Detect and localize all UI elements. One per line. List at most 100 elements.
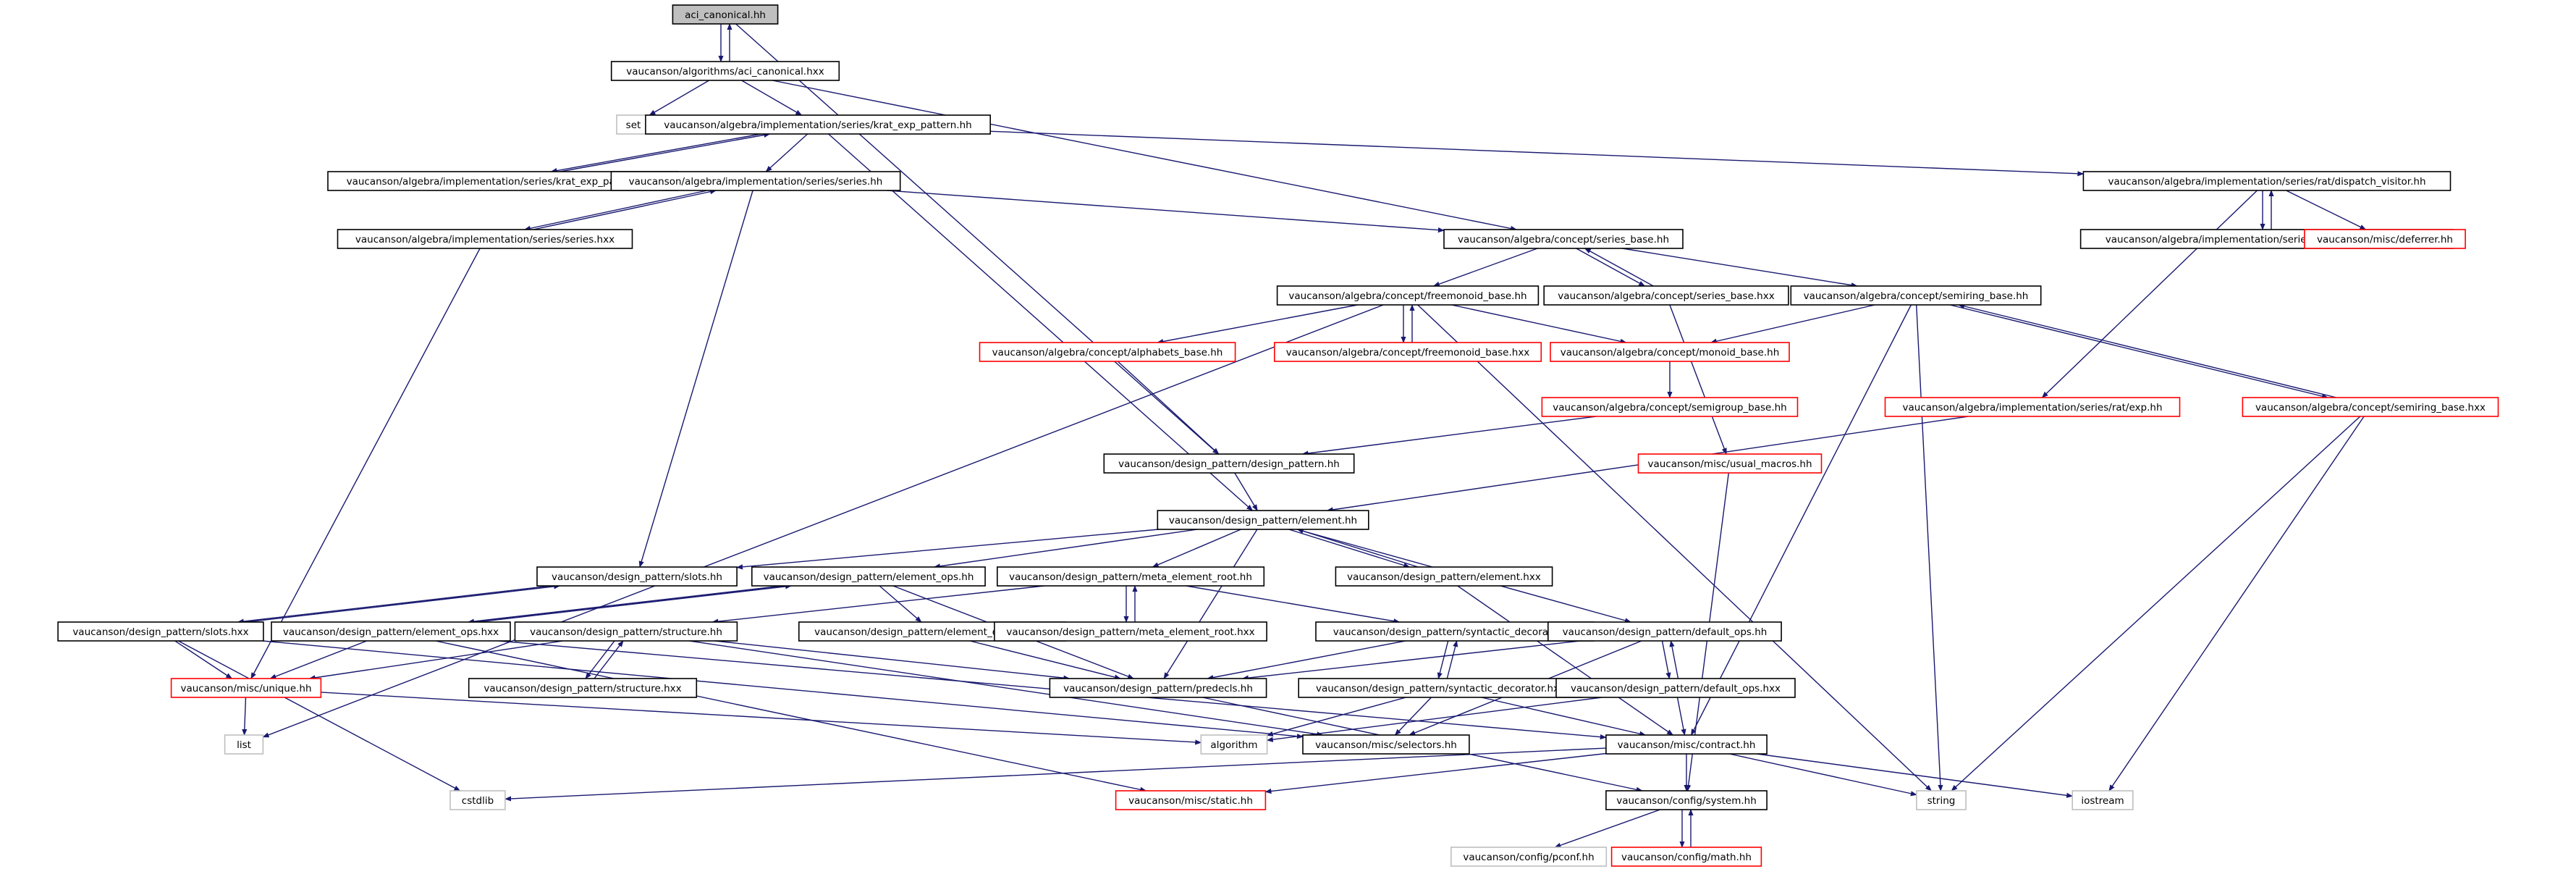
edge-n13-to-n42: [1690, 304, 1912, 736]
node-n45[interactable]: vaucanson/config/system.hh: [1605, 790, 1768, 810]
edge-n22-to-n36: [1163, 529, 1258, 679]
node-n26[interactable]: vaucanson/design_pattern/element.hxx: [1335, 566, 1553, 587]
node-label: vaucanson/design_pattern/element_ops.hxx: [283, 626, 499, 638]
node-label: vaucanson/design_pattern/predecls.hh: [1063, 683, 1253, 694]
node-n41[interactable]: vaucanson/misc/selectors.hh: [1302, 734, 1470, 755]
node-n33[interactable]: vaucanson/design_pattern/default_ops.hh: [1547, 621, 1782, 642]
edge-n11-to-n46: [1417, 304, 1932, 792]
node-n16[interactable]: vaucanson/algebra/concept/monoid_base.hh: [1550, 342, 1790, 362]
node-n31[interactable]: vaucanson/design_pattern/meta_element_ro…: [994, 621, 1267, 642]
node-box: [672, 4, 779, 25]
node-label: algorithm: [1210, 739, 1257, 751]
node-n13[interactable]: vaucanson/algebra/concept/semiring_base.…: [1790, 285, 2042, 306]
node-box: [610, 171, 901, 191]
node-label: vaucanson/misc/contract.hh: [1618, 739, 1756, 751]
edge-n45-to-n48: [1554, 809, 1660, 848]
edge-n37-to-n41: [1394, 697, 1432, 736]
node-n46[interactable]: string: [1916, 790, 1967, 810]
edge-n27-to-n41: [263, 640, 1304, 739]
nodes-layer: aci_canonical.hh vaucanson/algorithms/aci…: [57, 4, 2499, 867]
node-label: vaucanson/design_pattern/syntactic_decor…: [1333, 626, 1577, 638]
node-n47[interactable]: iostream: [2072, 790, 2134, 810]
node-n37[interactable]: vaucanson/design_pattern/syntactic_decor…: [1298, 678, 1583, 698]
edge-n38-to-n40: [1266, 697, 1602, 742]
node-n49[interactable]: vaucanson/config/math.hh: [1610, 847, 1762, 867]
node-n22[interactable]: vaucanson/design_pattern/element.hh: [1157, 510, 1369, 530]
edge-n25-to-n32: [1186, 585, 1401, 624]
node-box: [645, 114, 992, 135]
edge-n5-to-n10: [887, 190, 1445, 233]
node-n5[interactable]: vaucanson/algebra/implementation/series/…: [610, 171, 901, 191]
node-label: vaucanson/config/pconf.hh: [1463, 852, 1594, 863]
node-n11[interactable]: vaucanson/algebra/concept/freemonoid_bas…: [1276, 285, 1540, 306]
edge-n1-to-n10: [772, 80, 1517, 231]
edge-n20-to-n22: [1234, 472, 1258, 511]
node-n6[interactable]: vaucanson/algebra/implementation/series/…: [337, 229, 633, 249]
node-n29[interactable]: vaucanson/design_pattern/structure.hh: [514, 621, 738, 642]
node-n19[interactable]: vaucanson/algebra/concept/semiring_base.…: [2242, 397, 2499, 417]
node-n14[interactable]: vaucanson/algebra/concept/alphabets_base…: [979, 342, 1236, 362]
node-n38[interactable]: vaucanson/design_pattern/default_ops.hxx: [1555, 678, 1796, 698]
node-n21[interactable]: vaucanson/misc/usual_macros.hh: [1637, 453, 1823, 474]
node-label: vaucanson/design_pattern/element_ops.hh: [764, 571, 974, 583]
node-n3[interactable]: vaucanson/algebra/implementation/series/…: [645, 114, 992, 135]
edge-n33-to-n38: [1661, 640, 1671, 679]
edge-n29-to-n35: [585, 640, 615, 679]
node-n44[interactable]: vaucanson/misc/static.hh: [1115, 790, 1267, 810]
edge-n27-to-n23: [246, 584, 561, 623]
node-n7[interactable]: vaucanson/algebra/implementation/series/…: [2082, 171, 2452, 191]
edge-n38-to-n33: [1669, 640, 1679, 679]
edge-n11-to-n14: [1157, 304, 1358, 345]
node-n18[interactable]: vaucanson/algebra/implementation/series/…: [1884, 397, 2181, 417]
edge-n28-to-n44: [435, 640, 1147, 792]
node-n17[interactable]: vaucanson/algebra/concept/semigroup_base…: [1541, 397, 1799, 417]
node-box: [449, 790, 506, 810]
edge-n25-to-n29: [711, 585, 1044, 624]
node-n15[interactable]: vaucanson/algebra/concept/freemonoid_bas…: [1274, 342, 1542, 362]
node-n39[interactable]: list: [224, 734, 264, 755]
node-box: [2242, 397, 2499, 417]
node-box: [1049, 678, 1267, 698]
node-box: [1103, 453, 1355, 474]
edge-n19-to-n46: [1951, 416, 2361, 792]
edge-n29-to-n41: [689, 640, 1324, 737]
node-n32[interactable]: vaucanson/design_pattern/syntactic_decor…: [1315, 621, 1595, 642]
node-box: [1637, 453, 1823, 474]
node-n36[interactable]: vaucanson/design_pattern/predecls.hh: [1049, 678, 1267, 698]
edge-n24-to-n30: [879, 585, 922, 623]
edge-n3-to-n7: [990, 130, 2085, 177]
node-box: [57, 621, 264, 642]
node-n9[interactable]: vaucanson/misc/deferrer.hh: [2304, 229, 2466, 249]
edge-n3-to-n22: [828, 133, 1254, 511]
node-n35[interactable]: vaucanson/design_pattern/structure.hxx: [468, 678, 698, 698]
edge-n4-to-n3: [559, 132, 771, 172]
node-n43[interactable]: cstdlib: [449, 790, 506, 810]
node-n48[interactable]: vaucanson/config/pconf.hh: [1450, 847, 1608, 867]
node-label: vaucanson/algebra/implementation/series/…: [355, 234, 615, 245]
node-n0[interactable]: aci_canonical.hh: [672, 4, 779, 25]
node-n1[interactable]: vaucanson/algorithms/aci_canonical.hxx: [610, 61, 840, 81]
node-n20[interactable]: vaucanson/design_pattern/design_pattern.…: [1103, 453, 1355, 474]
node-n27[interactable]: vaucanson/design_pattern/slots.hxx: [57, 621, 264, 642]
node-label: vaucanson/algebra/concept/freemonoid_bas…: [1288, 290, 1526, 302]
node-n28[interactable]: vaucanson/design_pattern/element_ops.hxx: [271, 621, 511, 642]
node-n34[interactable]: vaucanson/misc/unique.hh: [170, 678, 322, 698]
edge-n13-to-n16: [1710, 304, 1875, 344]
node-label: vaucanson/design_pattern/slots.hh: [552, 571, 722, 583]
node-label: vaucanson/design_pattern/element_op_trai…: [814, 626, 1050, 638]
node-box: [1274, 342, 1542, 362]
node-n42[interactable]: vaucanson/misc/contract.hh: [1605, 734, 1768, 755]
node-n12[interactable]: vaucanson/algebra/concept/series_base.hx…: [1543, 285, 1789, 306]
node-n23[interactable]: vaucanson/design_pattern/slots.hh: [536, 566, 738, 587]
edge-n28-to-n34: [269, 640, 367, 679]
node-n40[interactable]: algorithm: [1200, 734, 1268, 755]
node-n24[interactable]: vaucanson/design_pattern/element_ops.hh: [751, 566, 986, 587]
node-n2[interactable]: set: [616, 114, 651, 135]
node-n25[interactable]: vaucanson/design_pattern/meta_element_ro…: [997, 566, 1265, 587]
edge-n1-to-n3: [741, 80, 803, 116]
edge-n28-to-n24: [476, 584, 792, 623]
node-n10[interactable]: vaucanson/algebra/concept/series_base.hh: [1443, 229, 1684, 249]
node-box: [224, 734, 264, 755]
node-label: vaucanson/design_pattern/default_ops.hh: [1563, 626, 1768, 638]
edge-n19-to-n47: [2108, 416, 2365, 792]
